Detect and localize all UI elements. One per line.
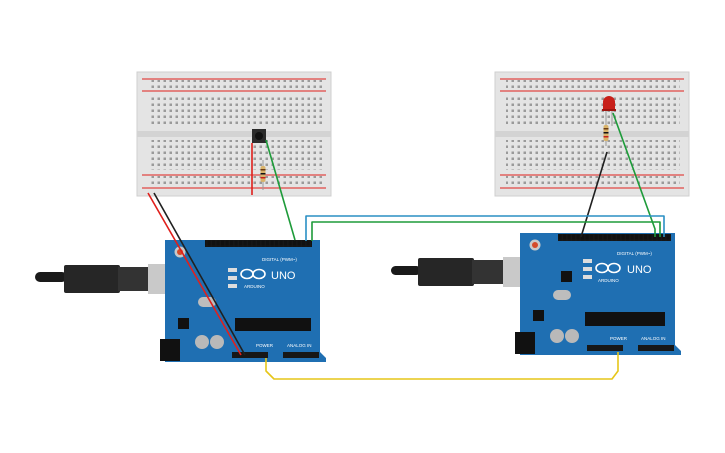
right-arduino-board[interactable]: UNO ARDUINO DIGITAL (PWM~) POWER ANALOG …: [515, 233, 681, 355]
left-digital-label: DIGITAL (PWM~): [262, 257, 297, 262]
wire-green-button[interactable]: [265, 139, 296, 241]
wire-black-led-gnd[interactable]: [580, 151, 608, 238]
wire-black-gnd[interactable]: [153, 192, 246, 356]
wire-yellow-link[interactable]: [265, 352, 619, 380]
right-usb-cable: [391, 257, 539, 287]
wire-green-led[interactable]: [612, 112, 656, 237]
right-arduino-label: ARDUINO: [598, 278, 619, 283]
right-breadboard[interactable]: [494, 71, 690, 197]
wire-red-5v[interactable]: [147, 192, 242, 356]
right-resistor: [603, 122, 609, 146]
right-analog-label: ANALOG IN: [641, 336, 666, 341]
pushbutton[interactable]: [252, 129, 266, 143]
left-analog-label: ANALOG IN: [287, 343, 312, 348]
left-breadboard[interactable]: [136, 71, 332, 197]
wire-green-link[interactable]: [311, 221, 661, 241]
right-digital-label: DIGITAL (PWM~): [617, 251, 652, 256]
left-resistor: [260, 160, 266, 190]
left-arduino-label: ARDUINO: [244, 284, 265, 289]
right-uno-label: UNO: [627, 264, 652, 276]
right-power-label: POWER: [610, 336, 628, 341]
arduino-logo: [595, 262, 621, 274]
left-uno-label: UNO: [271, 270, 296, 282]
arduino-logo: [240, 268, 266, 280]
wire-blue-link[interactable]: [305, 215, 665, 241]
left-arduino-board[interactable]: UNO ARDUINO DIGITAL (PWM~) POWER ANALOG …: [160, 240, 326, 362]
left-power-label: POWER: [256, 343, 274, 348]
left-usb-cable: [35, 264, 184, 294]
